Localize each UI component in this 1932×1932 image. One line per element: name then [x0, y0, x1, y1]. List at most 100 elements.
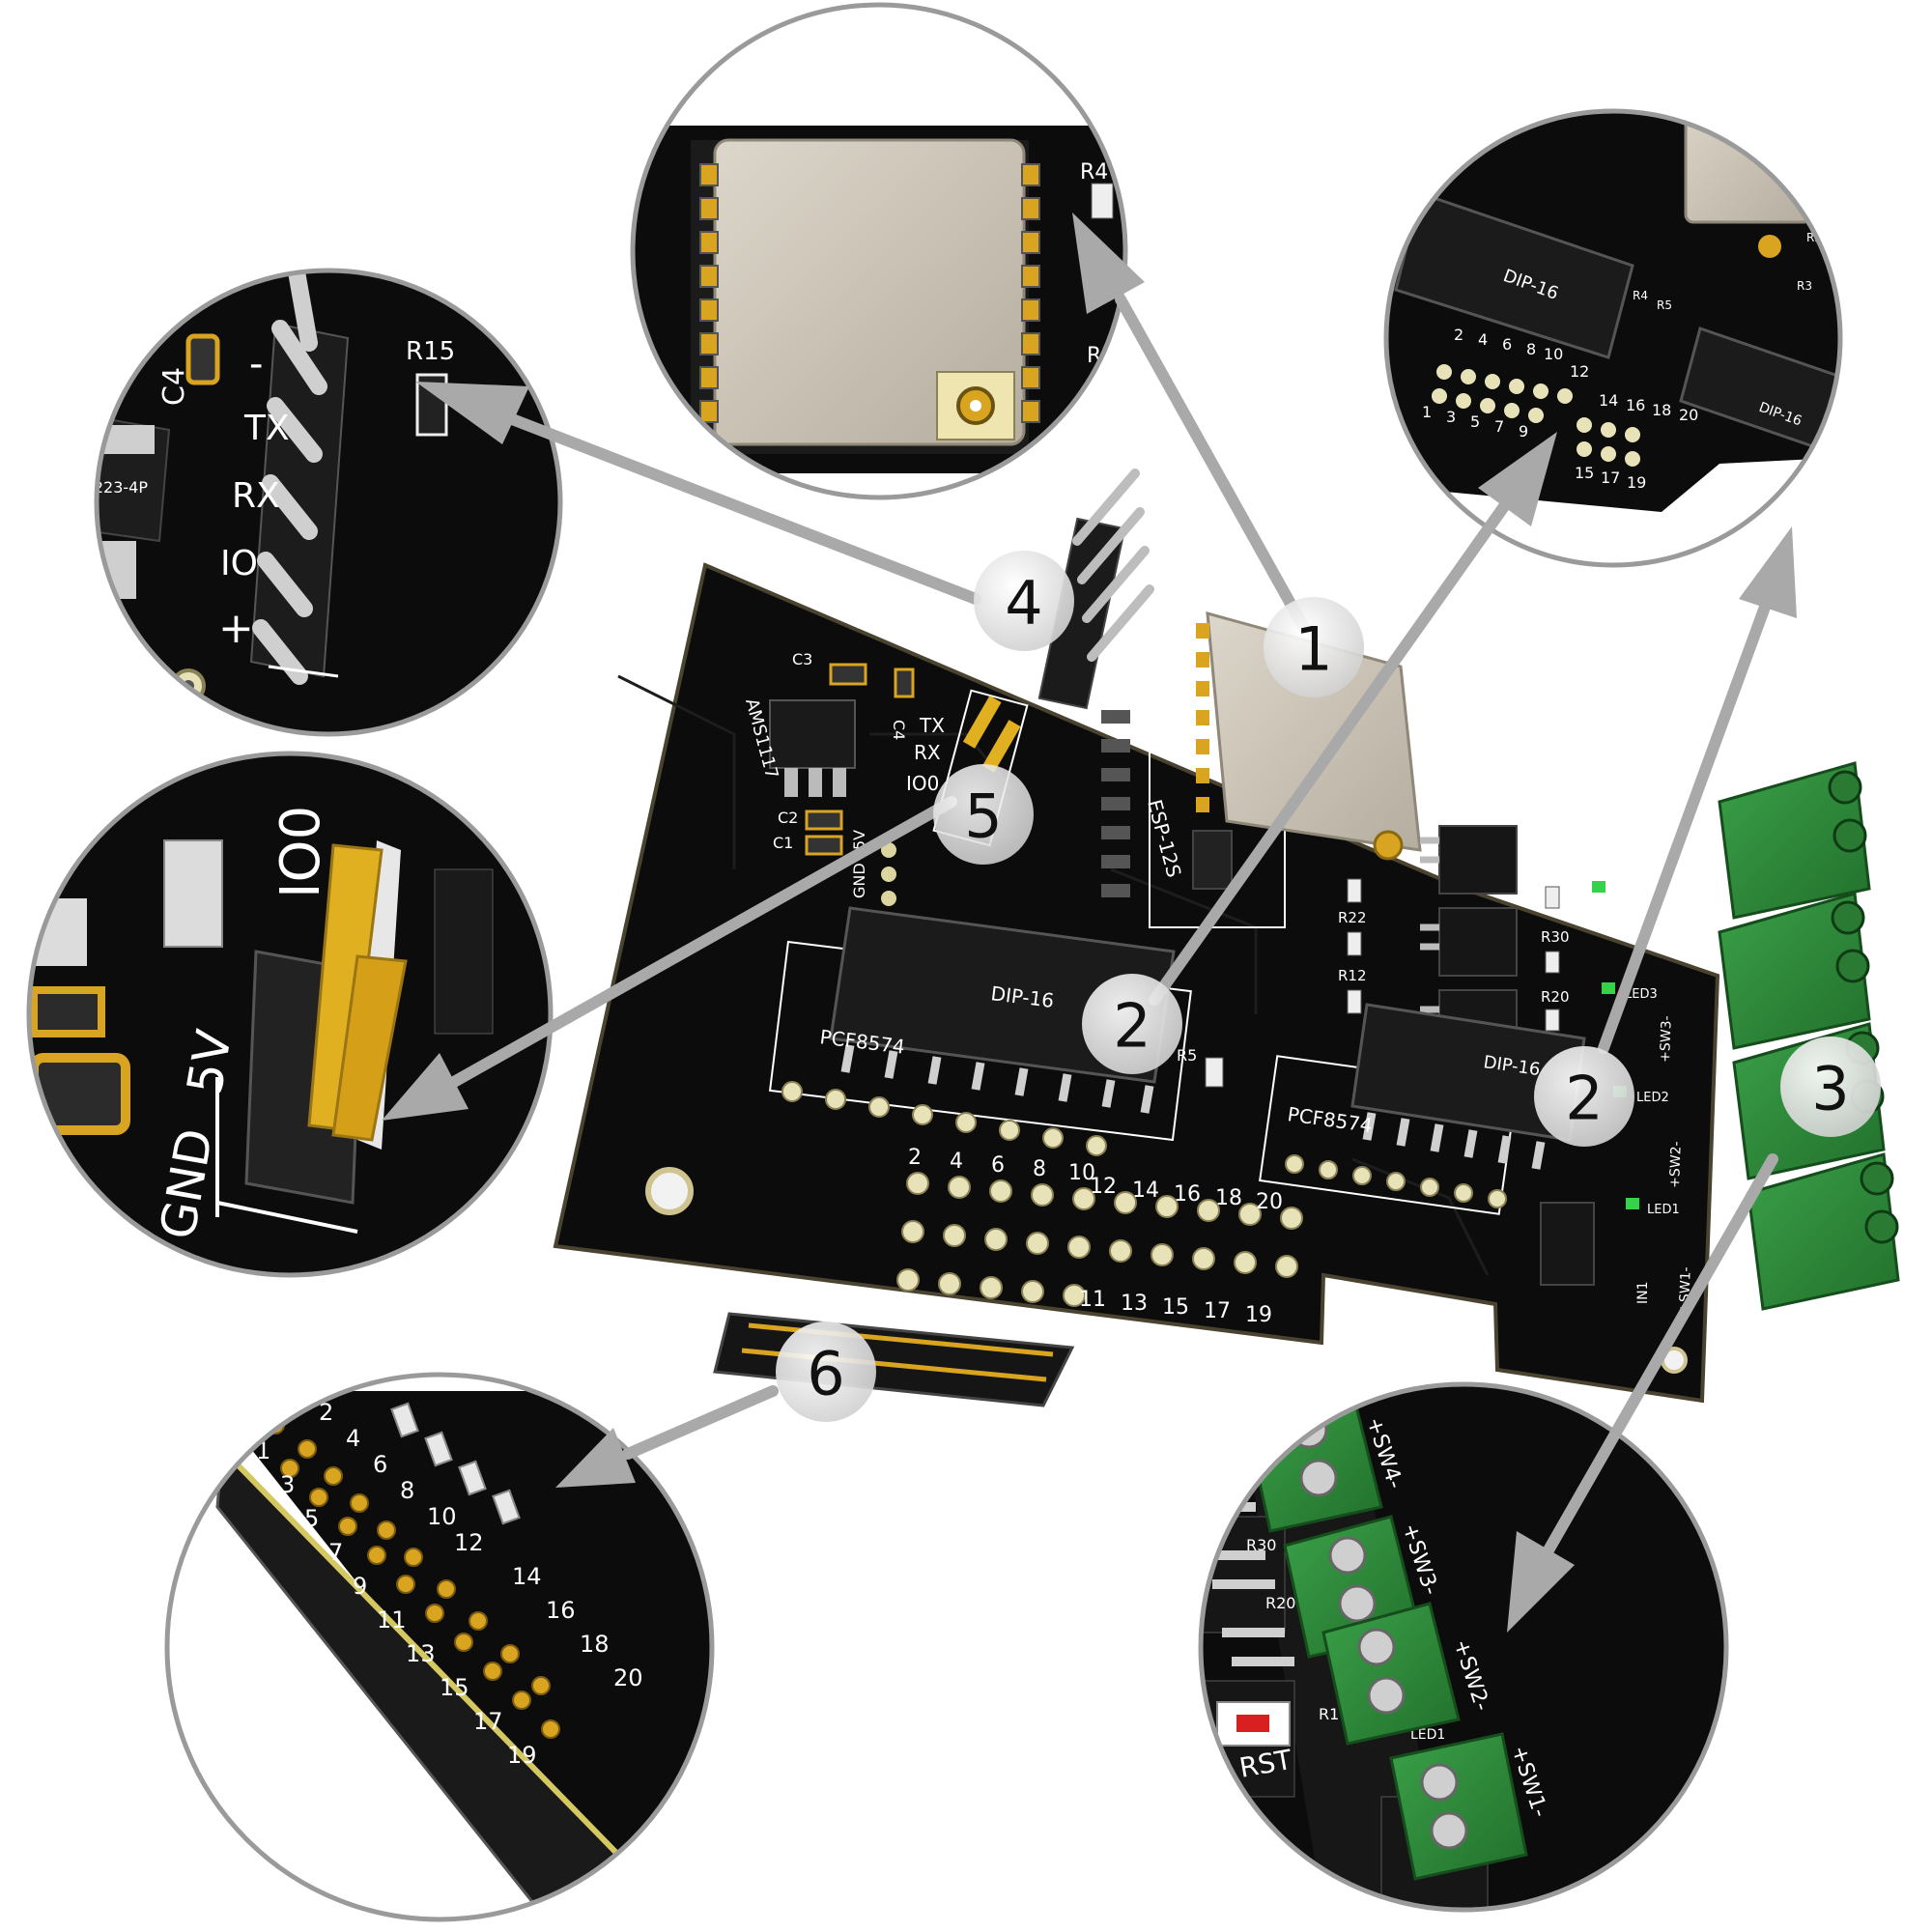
smd-capacitors: C3 C4 C2 C1 — [773, 650, 915, 856]
in1-label: IN1 — [1635, 1281, 1651, 1304]
arrow-6-head — [555, 1428, 636, 1488]
zoom-pin-label: 16 — [1626, 396, 1645, 414]
arrow-2a — [1149, 497, 1513, 1006]
zoom-r4-label-2: R4 — [1633, 289, 1648, 302]
zoom-dip-chips: GND 5V DIP-16 DIP-16 R4 R5 R22 R3 RST 2 … — [1383, 92, 1867, 568]
zoom-r3-label: R3 — [1797, 279, 1812, 293]
esp-module: ESP-12S — [1101, 611, 1422, 928]
pin-label: 14 — [1132, 1179, 1159, 1203]
rx-label: RX — [914, 741, 941, 764]
arrow-6 — [622, 1385, 779, 1460]
dip-pads-right — [1285, 1154, 1507, 1208]
pin-label: 20 — [1256, 1190, 1283, 1214]
callout-badge-2b: 2 — [1534, 1046, 1634, 1147]
c1-label: C1 — [773, 834, 793, 852]
pin-label: 17 — [1204, 1299, 1231, 1323]
c2-label: C2 — [778, 809, 798, 827]
led2-label: LED2 — [1636, 1091, 1669, 1105]
zoom-socket-pin: 3 — [280, 1471, 295, 1498]
pin-label: 13 — [1121, 1292, 1148, 1316]
zoom-pin-label: 9 — [1519, 422, 1528, 440]
arrow-1 — [1115, 294, 1310, 634]
pin-label: 4 — [950, 1150, 963, 1174]
callout-number: 3 — [1811, 1054, 1849, 1124]
pin-label: 3 — [945, 1301, 958, 1325]
zoom-c4-label: C4 — [157, 367, 191, 406]
zoom-pin-label: 1 — [1422, 403, 1432, 421]
zoom-pin-label: 17 — [1601, 469, 1620, 487]
arrow-5 — [448, 796, 957, 1088]
zoom-serial-header: SOT-223-4P C4 TX RX IO + - R15 5V — [58, 268, 563, 737]
zoom-led1-label: LED1 — [1410, 1727, 1445, 1743]
zoom-pin-label: 20 — [1679, 406, 1698, 424]
zoom-socket-pin: 14 — [512, 1563, 542, 1590]
power-jumper: GND 5V — [850, 830, 896, 906]
zoom-rst-label: RST — [1840, 394, 1867, 410]
zoom-pin-label: 15 — [1575, 464, 1594, 482]
dip-pads-left — [781, 1081, 1107, 1156]
zoom-r40-label: R40 — [1219, 1473, 1249, 1492]
pin-label: 8 — [1033, 1157, 1046, 1181]
callout-badge-2a: 2 — [1082, 974, 1182, 1074]
zoom-5v-label-2: 5V — [1512, 92, 1533, 115]
zoom-tx-label: TX — [243, 409, 290, 448]
zoom-screw-terminal: RST R40 R30 R20 R10 LED1 +SW4- +SW3- +SW… — [1198, 1381, 1729, 1913]
right-angle-header — [1037, 469, 1154, 710]
zoom-5v-label: 5V — [120, 661, 162, 707]
zoom-esp-module: R4 R22 — [630, 2, 1128, 500]
gnd-label: GND — [850, 863, 868, 898]
callout-number: 4 — [1005, 568, 1042, 639]
io0-label: IO0 — [906, 772, 939, 795]
callout-badge-6: 6 — [776, 1321, 876, 1422]
arrow-4 — [497, 410, 981, 605]
serial-header-silkscreen: TX RX IO0 — [906, 689, 1029, 847]
r20-label: R20 — [1541, 988, 1570, 1006]
callout-badge-1: 1 — [1264, 597, 1364, 697]
zoom-socket-pin: 5 — [304, 1505, 319, 1532]
callout-badge-5: 5 — [933, 764, 1034, 865]
pin-label: 9 — [1069, 1313, 1083, 1337]
zoom-socket-pin: 15 — [440, 1674, 469, 1701]
zoom-socket-pin: 2 — [319, 1399, 333, 1426]
zoom-socket-pin: 12 — [454, 1529, 484, 1556]
led4-label: LED4 — [1615, 886, 1648, 900]
zoom-plus-label: + — [218, 604, 254, 653]
pin-label: 15 — [1162, 1295, 1189, 1320]
tx-label: TX — [919, 714, 945, 737]
c4-label: C4 — [890, 720, 908, 740]
callout-badge-4: 4 — [974, 551, 1074, 651]
zoom-pin-label: 8 — [1526, 340, 1536, 358]
gpio-header-grid: 2 4 6 8 10 12 14 16 18 20 1 3 5 7 9 11 1… — [896, 1146, 1303, 1337]
pin-label: 7 — [1028, 1309, 1041, 1333]
zoom-pin-label: 5 — [1470, 412, 1480, 431]
zoom-socket-pin: 16 — [546, 1597, 576, 1624]
zoom-socket-pin: 7 — [328, 1539, 343, 1566]
zoom-r20-label: R20 — [1265, 1594, 1295, 1612]
r40-label: R40 — [1531, 867, 1560, 885]
zoom-package-label: SOT-223-4P — [58, 478, 148, 497]
sw3-label: +SW3- — [1658, 1015, 1675, 1063]
zoom-r5-label: R5 — [1657, 298, 1672, 312]
arrow-2b-head — [1739, 526, 1797, 618]
zoom-pin-label: 19 — [1627, 473, 1646, 492]
zoom-pin-label: 3 — [1446, 408, 1456, 426]
callout-number: 2 — [1113, 991, 1151, 1062]
r12-label: R12 — [1338, 967, 1367, 984]
zoom-r4-label: R4 — [1080, 160, 1108, 185]
r5-label: R5 — [1177, 1046, 1197, 1065]
zoom-pin-label: 14 — [1599, 391, 1618, 410]
in4-label: IN4 — [1592, 904, 1607, 927]
c3-label: C3 — [792, 650, 812, 668]
main-board: AMS1117 C3 C4 C2 C1 TX RX IO0 GND — [553, 469, 1720, 1404]
pin-label: 19 — [1245, 1303, 1272, 1327]
zoom-pin-label: 7 — [1494, 417, 1504, 436]
zoom-socket-pin: 19 — [507, 1742, 537, 1769]
led1-label: LED1 — [1647, 1203, 1680, 1217]
arrow-3 — [1540, 1153, 1778, 1561]
pin-label: 12 — [1090, 1175, 1117, 1199]
callout-badge-3: 3 — [1780, 1037, 1881, 1137]
zoom-r30-label: R30 — [1246, 1536, 1276, 1554]
zoom-pin-label: 12 — [1570, 362, 1589, 381]
arrow-2a-head — [1478, 432, 1557, 526]
